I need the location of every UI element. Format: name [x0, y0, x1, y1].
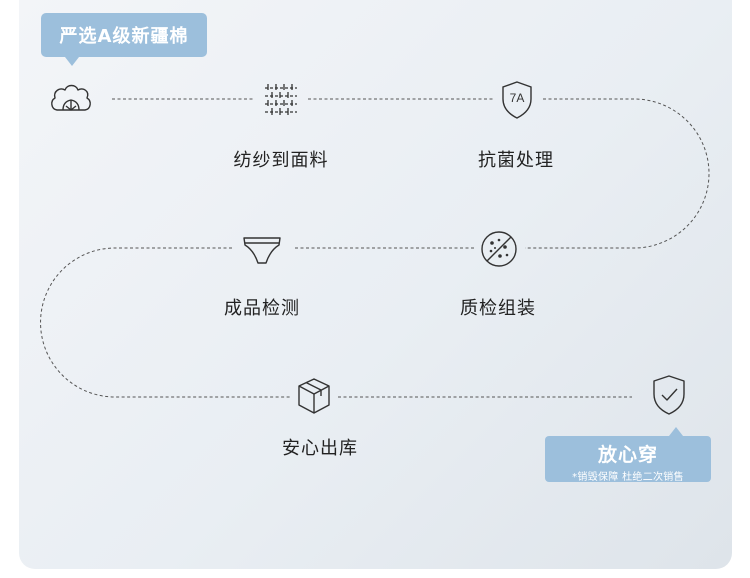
step-label-shipment: 安心出库 [282, 438, 358, 459]
underwear-icon [243, 237, 281, 264]
shield-7a-text: 7A [509, 91, 525, 105]
result-badge: 放心穿 *销毁保障 杜绝二次销售 [545, 427, 711, 483]
result-subtitle: *销毁保障 杜绝二次销售 [572, 472, 684, 483]
step-label-spinning: 纺纱到面料 [233, 150, 329, 171]
no-germs-icon [481, 231, 517, 267]
step-label-inspection: 成品检测 [224, 298, 300, 319]
origin-badge-text: 严选A级新疆棉 [59, 26, 189, 47]
shield-7a-icon: 7A [500, 80, 534, 120]
step-label-assembly: 质检组装 [460, 298, 536, 319]
cotton-icon [51, 84, 91, 111]
box-icon [298, 378, 330, 414]
result-title: 放心穿 [597, 444, 658, 466]
origin-badge: 严选A级新疆棉 [41, 13, 207, 66]
step-label-antibacterial: 抗菌处理 [478, 150, 554, 171]
shield-check-icon [653, 375, 685, 415]
fabric-weave-icon [265, 84, 297, 115]
